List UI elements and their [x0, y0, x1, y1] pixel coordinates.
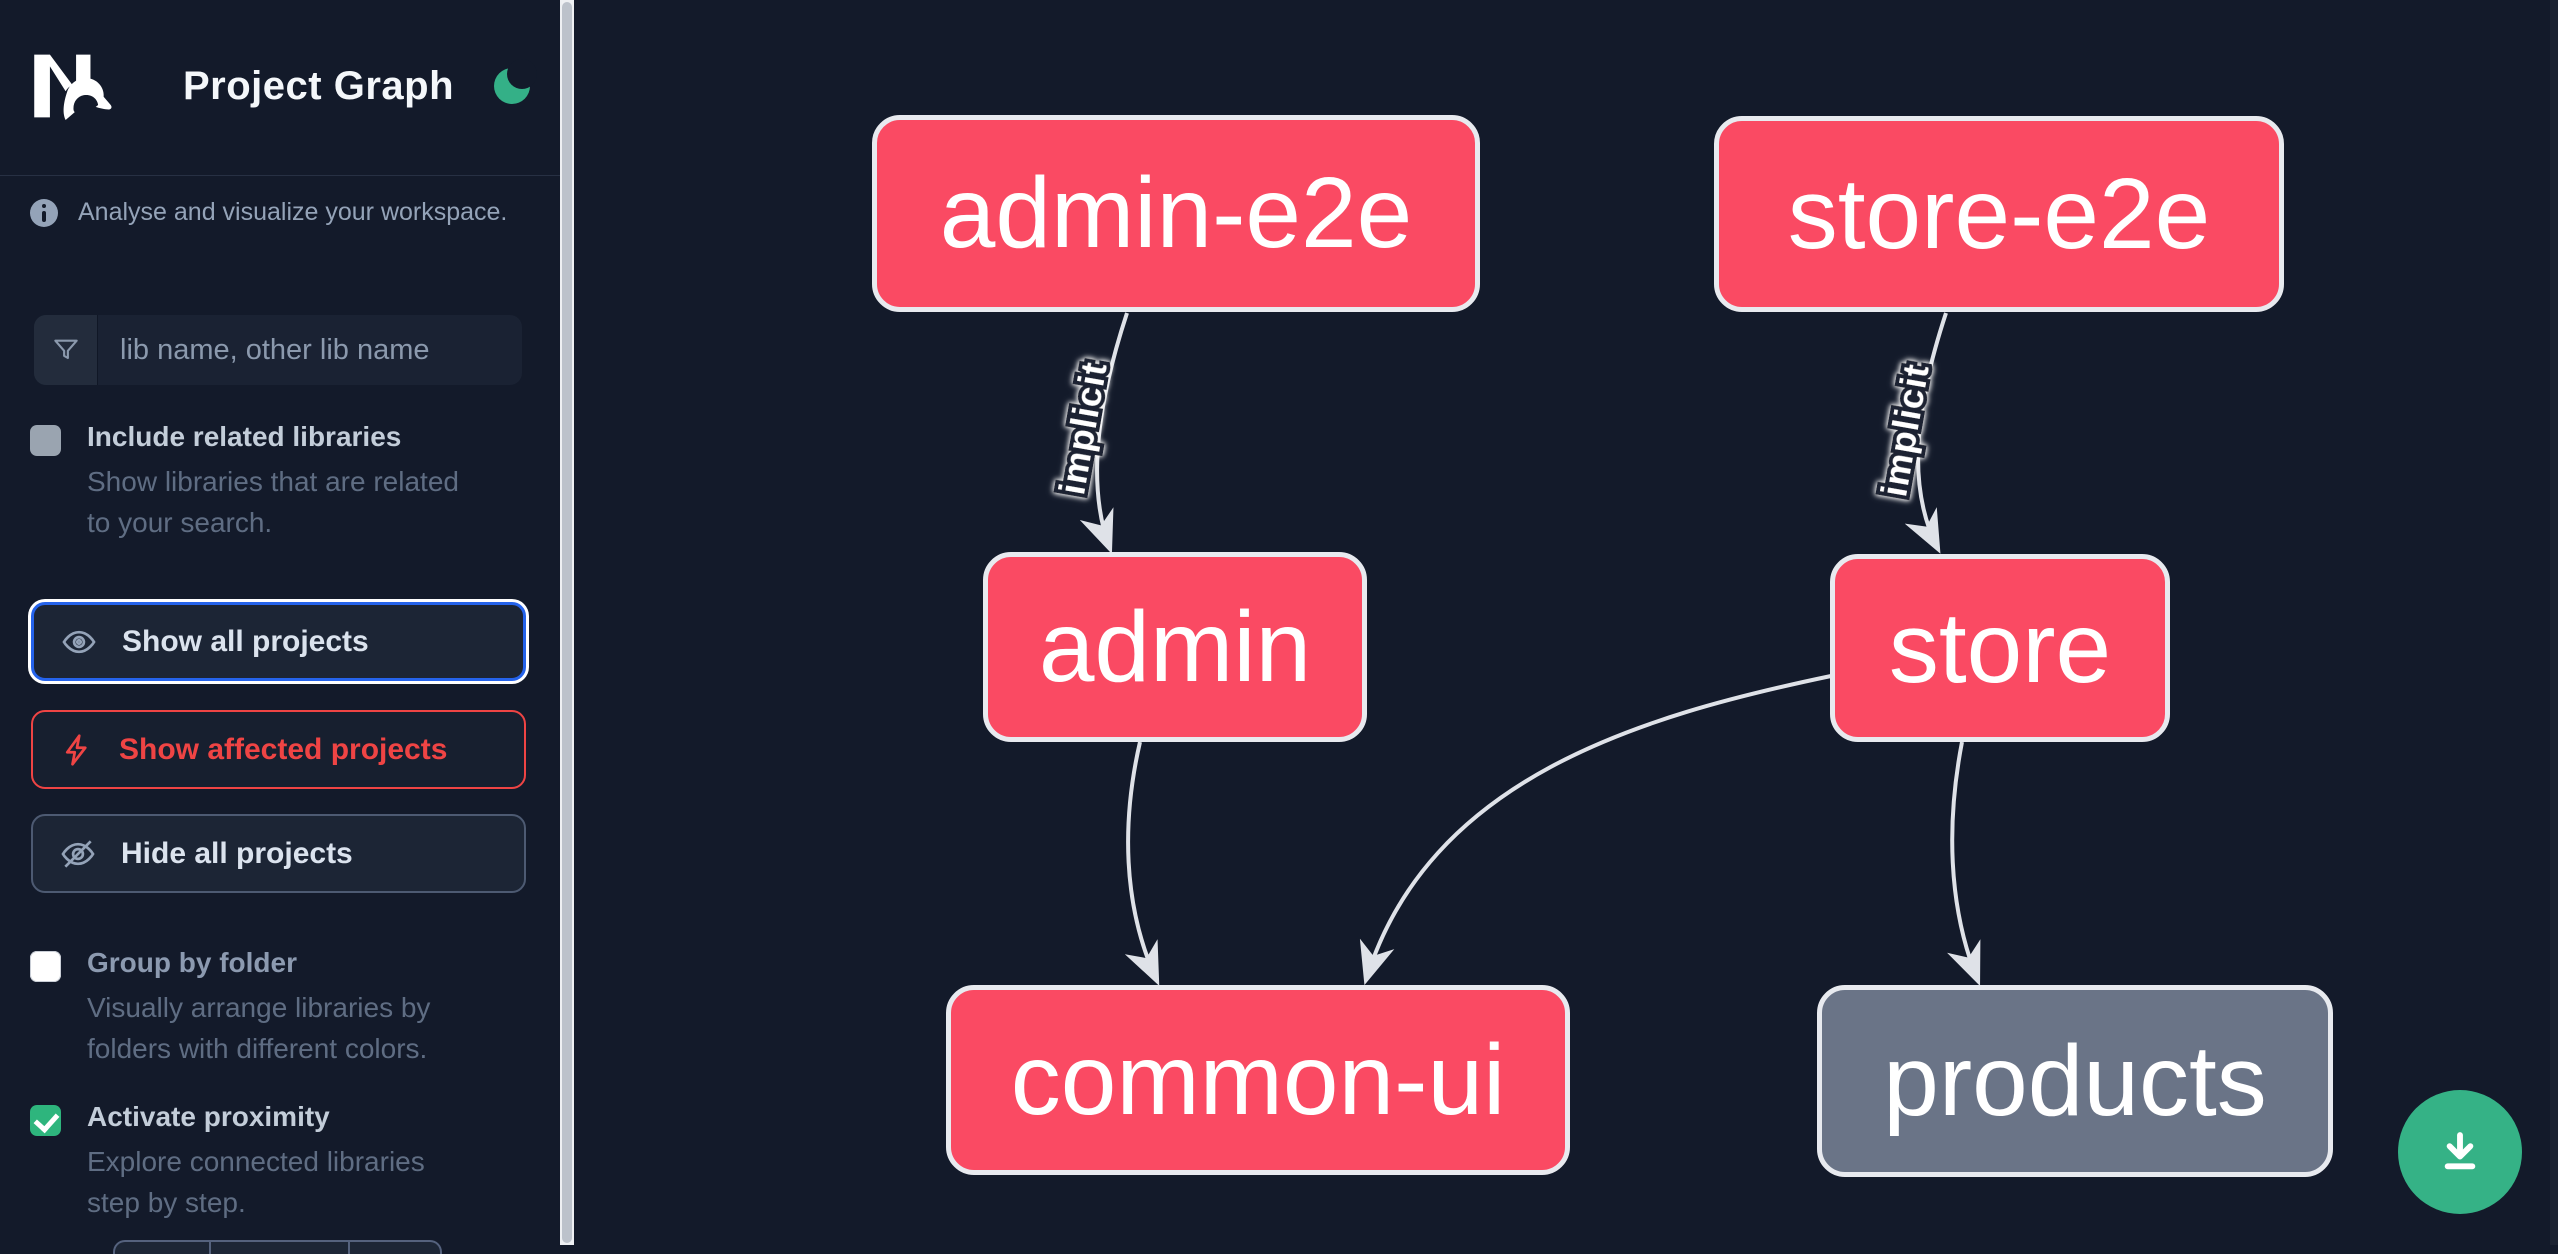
- sidebar: Project Graph Analyse and visualize your…: [0, 0, 560, 1254]
- include-related-description: Show libraries that are related to your …: [87, 466, 459, 538]
- graph-node-common-ui[interactable]: common-ui: [946, 985, 1570, 1175]
- edge-label-implicit: implicit: [1873, 360, 1937, 499]
- node-label: admin-e2e: [939, 157, 1413, 269]
- node-label: store: [1888, 591, 2112, 704]
- node-label: products: [1883, 1024, 2267, 1137]
- hide-all-projects-button[interactable]: Hide all projects: [31, 814, 526, 893]
- include-related-checkbox[interactable]: [30, 425, 61, 456]
- page-title: Project Graph: [183, 64, 455, 108]
- tagline-text: Analyse and visualize your workspace.: [78, 198, 508, 226]
- header-divider: [0, 175, 560, 176]
- include-related-label: Include related libraries: [87, 421, 402, 452]
- segment-divider: [348, 1242, 350, 1254]
- edge-store-e2e-store: [1904, 312, 1948, 554]
- button-label: Show affected projects: [119, 732, 448, 766]
- show-affected-projects-button[interactable]: Show affected projects: [31, 710, 526, 789]
- nx-logo: [34, 54, 112, 120]
- segment-divider: [209, 1242, 211, 1254]
- edge-admin-common-ui: [1124, 741, 1160, 986]
- tagline-row: Analyse and visualize your workspace.: [30, 198, 507, 227]
- edge-label-implicit: implicit: [1051, 358, 1115, 497]
- page-scrollbar-track[interactable]: [2550, 0, 2558, 1245]
- sidebar-scrollbar: [560, 0, 574, 1245]
- download-icon: [2444, 1132, 2476, 1170]
- app-header: Project Graph: [0, 0, 560, 175]
- search-input[interactable]: [98, 315, 522, 385]
- show-all-projects-button[interactable]: Show all projects: [31, 602, 526, 681]
- edge-store-products: [1947, 741, 1981, 987]
- node-label: admin: [1038, 590, 1312, 703]
- edge-store-common-ui: [1359, 674, 1832, 986]
- group-by-folder-description: Visually arrange libraries by folders wi…: [87, 992, 431, 1064]
- edge-admin-e2e-admin: [1079, 312, 1129, 555]
- moon-icon[interactable]: [494, 59, 537, 104]
- group-by-folder-label: Group by folder: [87, 947, 297, 978]
- activate-proximity-row: Activate proximity Explore connected lib…: [30, 1103, 500, 1223]
- button-label: Hide all projects: [121, 836, 353, 870]
- info-icon: [30, 198, 58, 227]
- filter-icon: [34, 315, 98, 385]
- graph-canvas[interactable]: implicit implicit: [574, 0, 2550, 1245]
- node-label: store-e2e: [1787, 157, 2211, 270]
- eye-icon: [62, 630, 96, 653]
- node-label: common-ui: [1010, 1023, 1506, 1136]
- graph-node-store-e2e[interactable]: store-e2e: [1714, 116, 2284, 312]
- button-label: Show all projects: [122, 624, 369, 658]
- group-by-folder-checkbox[interactable]: [30, 951, 61, 982]
- include-related-row: Include related libraries Show libraries…: [30, 423, 500, 543]
- activate-proximity-label: Activate proximity: [87, 1101, 330, 1132]
- proximity-depth-control[interactable]: [113, 1240, 442, 1254]
- graph-node-admin-e2e[interactable]: admin-e2e: [872, 115, 1480, 312]
- lightning-icon: [65, 733, 87, 766]
- eye-off-icon: [61, 839, 95, 868]
- group-by-folder-row: Group by folder Visually arrange librari…: [30, 949, 500, 1069]
- search-box: [34, 315, 522, 385]
- graph-node-admin[interactable]: admin: [983, 552, 1367, 742]
- sidebar-scrollbar-thumb[interactable]: [562, 2, 572, 1243]
- graph-node-products[interactable]: products: [1817, 985, 2333, 1177]
- download-image-button[interactable]: [2398, 1090, 2522, 1214]
- graph-node-store[interactable]: store: [1830, 554, 2170, 742]
- activate-proximity-checkbox[interactable]: [30, 1105, 61, 1136]
- activate-proximity-description: Explore connected libraries step by step…: [87, 1146, 425, 1218]
